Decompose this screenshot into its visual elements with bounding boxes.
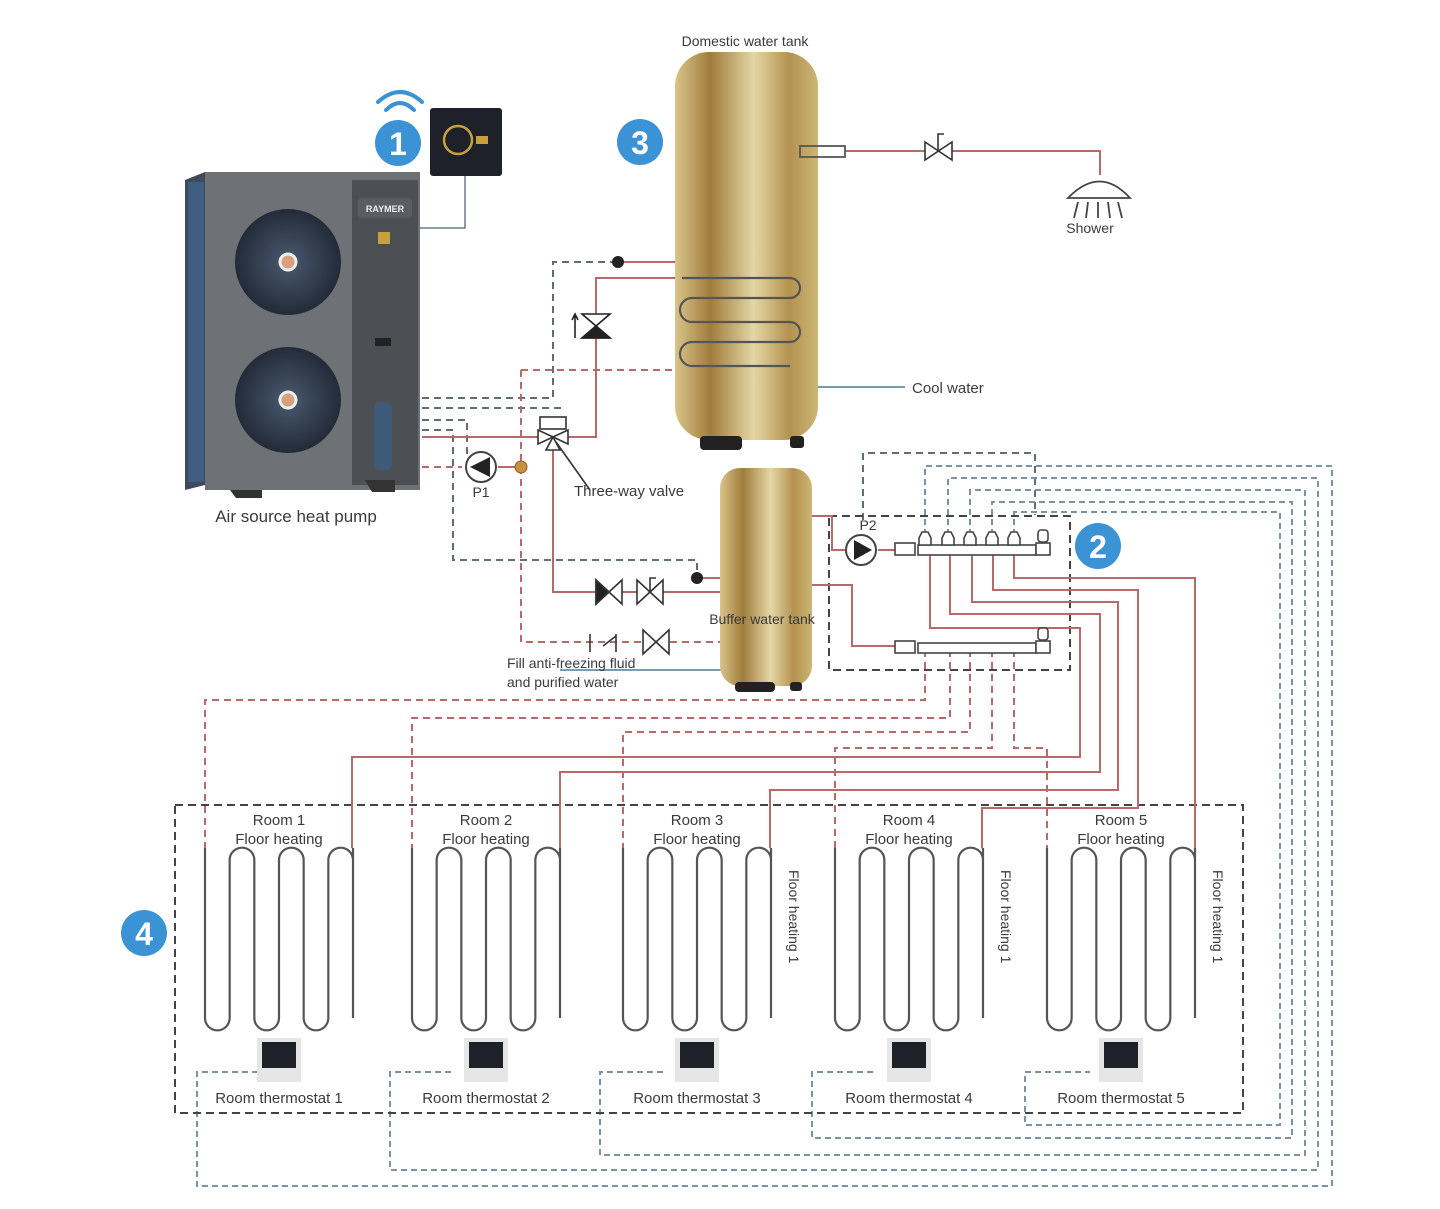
room-subtitle: Floor heating bbox=[865, 831, 953, 848]
svg-text:1: 1 bbox=[389, 126, 407, 162]
room-thermostat[interactable] bbox=[464, 1038, 508, 1082]
supply-manifold bbox=[895, 530, 1050, 555]
wifi-icon bbox=[378, 92, 422, 110]
badge-emblem-icon bbox=[378, 232, 390, 244]
filter-icon bbox=[515, 461, 527, 473]
floor-coil bbox=[412, 848, 560, 1031]
side-label: Floor heating 1 bbox=[998, 870, 1014, 964]
floor-coil bbox=[835, 848, 983, 1031]
thermostat-label: Room thermostat 4 bbox=[845, 1090, 973, 1107]
actuator-icon bbox=[986, 532, 998, 545]
thermostat-label: Room thermostat 5 bbox=[1057, 1090, 1185, 1107]
svg-text:2: 2 bbox=[1089, 529, 1107, 565]
room-subtitle: Floor heating bbox=[442, 831, 530, 848]
shower-valve-icon bbox=[925, 134, 952, 160]
shower-label: Shower bbox=[1066, 220, 1114, 236]
room-name: Room 4 bbox=[883, 812, 936, 829]
brand-logo: RAYMER bbox=[366, 204, 405, 214]
pump-p1-label: P1 bbox=[472, 484, 489, 500]
actuator-icon bbox=[1008, 532, 1020, 545]
buffer-sensor-icon bbox=[691, 572, 703, 584]
room-name: Room 1 bbox=[253, 812, 306, 829]
return-manifold bbox=[895, 628, 1050, 653]
floor-coil bbox=[205, 848, 353, 1031]
buffer-water-tank[interactable] bbox=[720, 468, 812, 692]
pump-p1-icon bbox=[466, 452, 496, 482]
badge-3: 3 bbox=[617, 119, 663, 165]
thermostat-label: Room thermostat 1 bbox=[215, 1090, 343, 1107]
shower-icon bbox=[1068, 182, 1130, 219]
room-name: Room 3 bbox=[671, 812, 724, 829]
side-label: Floor heating 1 bbox=[1210, 870, 1226, 964]
floor-coil bbox=[1047, 848, 1195, 1031]
thermostat-label: Room thermostat 3 bbox=[633, 1090, 761, 1107]
domestic-tank-label: Domestic water tank bbox=[682, 33, 810, 49]
svg-text:3: 3 bbox=[631, 125, 649, 161]
pump-p2-label: P2 bbox=[859, 517, 876, 533]
room-thermostat[interactable] bbox=[257, 1038, 301, 1082]
fill-label-line2: and purified water bbox=[507, 674, 619, 690]
svg-text:4: 4 bbox=[135, 916, 153, 952]
side-label: Floor heating 1 bbox=[786, 870, 802, 964]
room-subtitle: Floor heating bbox=[235, 831, 323, 848]
room-thermostat[interactable] bbox=[1099, 1038, 1143, 1082]
heat-pump-unit[interactable]: RAYMER bbox=[185, 172, 420, 498]
room-subtitle: Floor heating bbox=[1077, 831, 1165, 848]
fill-label-line1: Fill anti-freezing fluid bbox=[507, 655, 635, 671]
check-valve-icon bbox=[572, 314, 610, 338]
wifi-controller[interactable] bbox=[420, 108, 502, 228]
floor-coils bbox=[205, 848, 1195, 1031]
badge-4: 4 bbox=[121, 910, 167, 956]
heat-pump-label: Air source heat pump bbox=[215, 507, 377, 526]
room-thermostat[interactable] bbox=[675, 1038, 719, 1082]
dhw-sensor-icon bbox=[612, 256, 624, 268]
three-way-valve-icon bbox=[538, 417, 590, 490]
room-thermostat[interactable] bbox=[887, 1038, 931, 1082]
cool-water-label: Cool water bbox=[912, 380, 984, 397]
room-name: Room 2 bbox=[460, 812, 513, 829]
floor-coil bbox=[623, 848, 771, 1031]
three-way-valve-label: Three-way valve bbox=[574, 483, 684, 500]
buffer-tank-label: Buffer water tank bbox=[709, 611, 816, 627]
actuator-icon bbox=[964, 532, 976, 545]
domestic-water-tank[interactable] bbox=[675, 52, 845, 450]
actuator-icon bbox=[919, 532, 931, 545]
badge-2: 2 bbox=[1075, 523, 1121, 569]
badge-1: 1 bbox=[375, 120, 421, 166]
actuator-icon bbox=[942, 532, 954, 545]
room-name: Room 5 bbox=[1095, 812, 1148, 829]
room-subtitle: Floor heating bbox=[653, 831, 741, 848]
control-buttons bbox=[374, 402, 392, 470]
thermostat-label: Room thermostat 2 bbox=[422, 1090, 550, 1107]
pump-p2-icon bbox=[846, 535, 876, 565]
